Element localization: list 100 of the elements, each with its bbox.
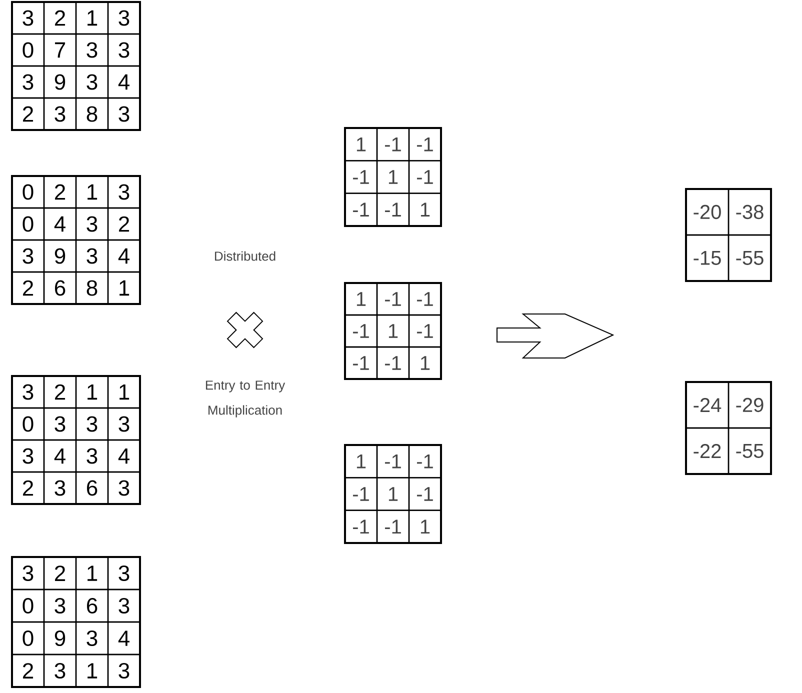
matrix-grid: [11, 556, 141, 688]
matrix-cell: 1: [75, 556, 109, 590]
matrix-grid: [344, 444, 442, 544]
matrix-cell: -1: [408, 127, 442, 162]
matrix-cell: 1: [75, 654, 109, 688]
matrix-cell: 3: [107, 407, 141, 441]
matrix-cell: 4: [107, 621, 141, 656]
matrix-cell: -55: [728, 234, 772, 282]
matrix-cell: 4: [43, 207, 77, 241]
matrix-cell: 2: [11, 97, 45, 131]
matrix-cell: 1: [344, 444, 378, 478]
matrix-cell: 1: [408, 192, 442, 227]
matrix-cell: -15: [685, 234, 730, 282]
matrix-cell: 2: [11, 471, 45, 505]
matrix-cell: -1: [408, 444, 442, 478]
matrix-cell: 4: [107, 439, 141, 473]
matrix-cell: 3: [11, 239, 45, 273]
matrix-cell: -38: [728, 188, 772, 236]
matrix-cell: 0: [11, 407, 45, 441]
matrix-cell: 8: [75, 271, 109, 305]
matrix-cell: 2: [11, 271, 45, 305]
matrix-cell: -1: [344, 346, 378, 380]
matrix-cell: 3: [11, 439, 45, 473]
matrix-cell: 1: [75, 375, 109, 409]
matrix-cell: 0: [11, 175, 45, 209]
matrix-cell: 9: [43, 621, 77, 656]
matrix-cell: 2: [43, 175, 77, 209]
matrix-cell: -55: [728, 427, 772, 475]
matrix-cell: 8: [75, 97, 109, 131]
matrix-cell: 1: [344, 127, 378, 162]
matrix-cell: 1: [107, 375, 141, 409]
matrix-cell: 3: [11, 375, 45, 409]
matrix-cell: 3: [107, 33, 141, 67]
matrix-cell: -1: [344, 510, 378, 544]
matrix-cell: -1: [344, 314, 378, 348]
matrix-cell: 4: [43, 439, 77, 473]
matrix-cell: 3: [43, 407, 77, 441]
text-label: Distributed: [215, 251, 276, 261]
matrix-cell: -1: [408, 160, 442, 194]
matrix-cell: 1: [408, 510, 442, 544]
matrix-cell: 6: [75, 588, 109, 623]
matrix-cell: 6: [75, 471, 109, 505]
matrix-cell: 2: [11, 654, 45, 688]
matrix-grid: [11, 175, 141, 305]
matrix-cell: 1: [376, 160, 410, 194]
text-label: Entry to Entry Multiplication: [206, 380, 286, 418]
matrix-cell: -1: [408, 314, 442, 348]
matrix-cell: 1: [376, 314, 410, 348]
matrix-cell: 2: [43, 1, 77, 35]
matrix-cell: 3: [43, 471, 77, 505]
matrix-cell: -1: [376, 444, 410, 478]
matrix-cell: 7: [43, 33, 77, 67]
matrix-cell: -1: [408, 282, 442, 316]
matrix-cell: -1: [344, 160, 378, 194]
matrix-cell: 3: [107, 1, 141, 35]
matrix-cell: -1: [344, 192, 378, 227]
matrix-grid: [11, 1, 141, 131]
matrix-cell: 3: [43, 654, 77, 688]
matrix-cell: 9: [43, 239, 77, 273]
matrix-cell: -1: [376, 192, 410, 227]
matrix-cell: -1: [408, 477, 442, 511]
matrix-cell: 3: [75, 207, 109, 241]
matrix-cell: 0: [11, 588, 45, 623]
matrix-cell: 3: [43, 588, 77, 623]
matrix-cell: 3: [107, 588, 141, 623]
matrix-cell: 4: [107, 65, 141, 99]
matrix-cell: 3: [75, 33, 109, 67]
matrix-cell: 1: [344, 282, 378, 316]
matrix-cell: 3: [75, 621, 109, 656]
matrix-grid: [344, 127, 442, 227]
matrix-cell: 1: [376, 477, 410, 511]
matrix-grid: [685, 188, 772, 282]
matrix-cell: -20: [685, 188, 730, 236]
matrix-cell: 0: [11, 621, 45, 656]
matrix-cell: 3: [75, 407, 109, 441]
matrix-cell: 3: [107, 175, 141, 209]
matrix-cell: 3: [75, 239, 109, 273]
matrix-cell: 0: [11, 33, 45, 67]
matrix-cell: -1: [344, 477, 378, 511]
matrix-cell: 9: [43, 65, 77, 99]
matrix-cell: 6: [43, 271, 77, 305]
matrix-cell: -24: [685, 381, 730, 429]
matrix-cell: -1: [376, 282, 410, 316]
matrix-cell: 3: [107, 471, 141, 505]
matrix-grid: [11, 375, 141, 505]
matrix-cell: 3: [43, 97, 77, 131]
matrix-cell: 1: [75, 1, 109, 35]
matrix-cell: 1: [75, 175, 109, 209]
matrix-cell: -22: [685, 427, 730, 475]
matrix-cell: 2: [107, 207, 141, 241]
matrix-cell: 2: [43, 375, 77, 409]
matrix-grid: [344, 282, 442, 380]
matrix-cell: 1: [107, 271, 141, 305]
matrix-cell: 2: [43, 556, 77, 590]
matrix-cell: 3: [11, 65, 45, 99]
matrix-cell: 3: [11, 1, 45, 35]
matrix-grid: [685, 381, 772, 475]
matrix-cell: 3: [11, 556, 45, 590]
matrix-cell: 1: [408, 346, 442, 380]
matrix-cell: -1: [376, 127, 410, 162]
